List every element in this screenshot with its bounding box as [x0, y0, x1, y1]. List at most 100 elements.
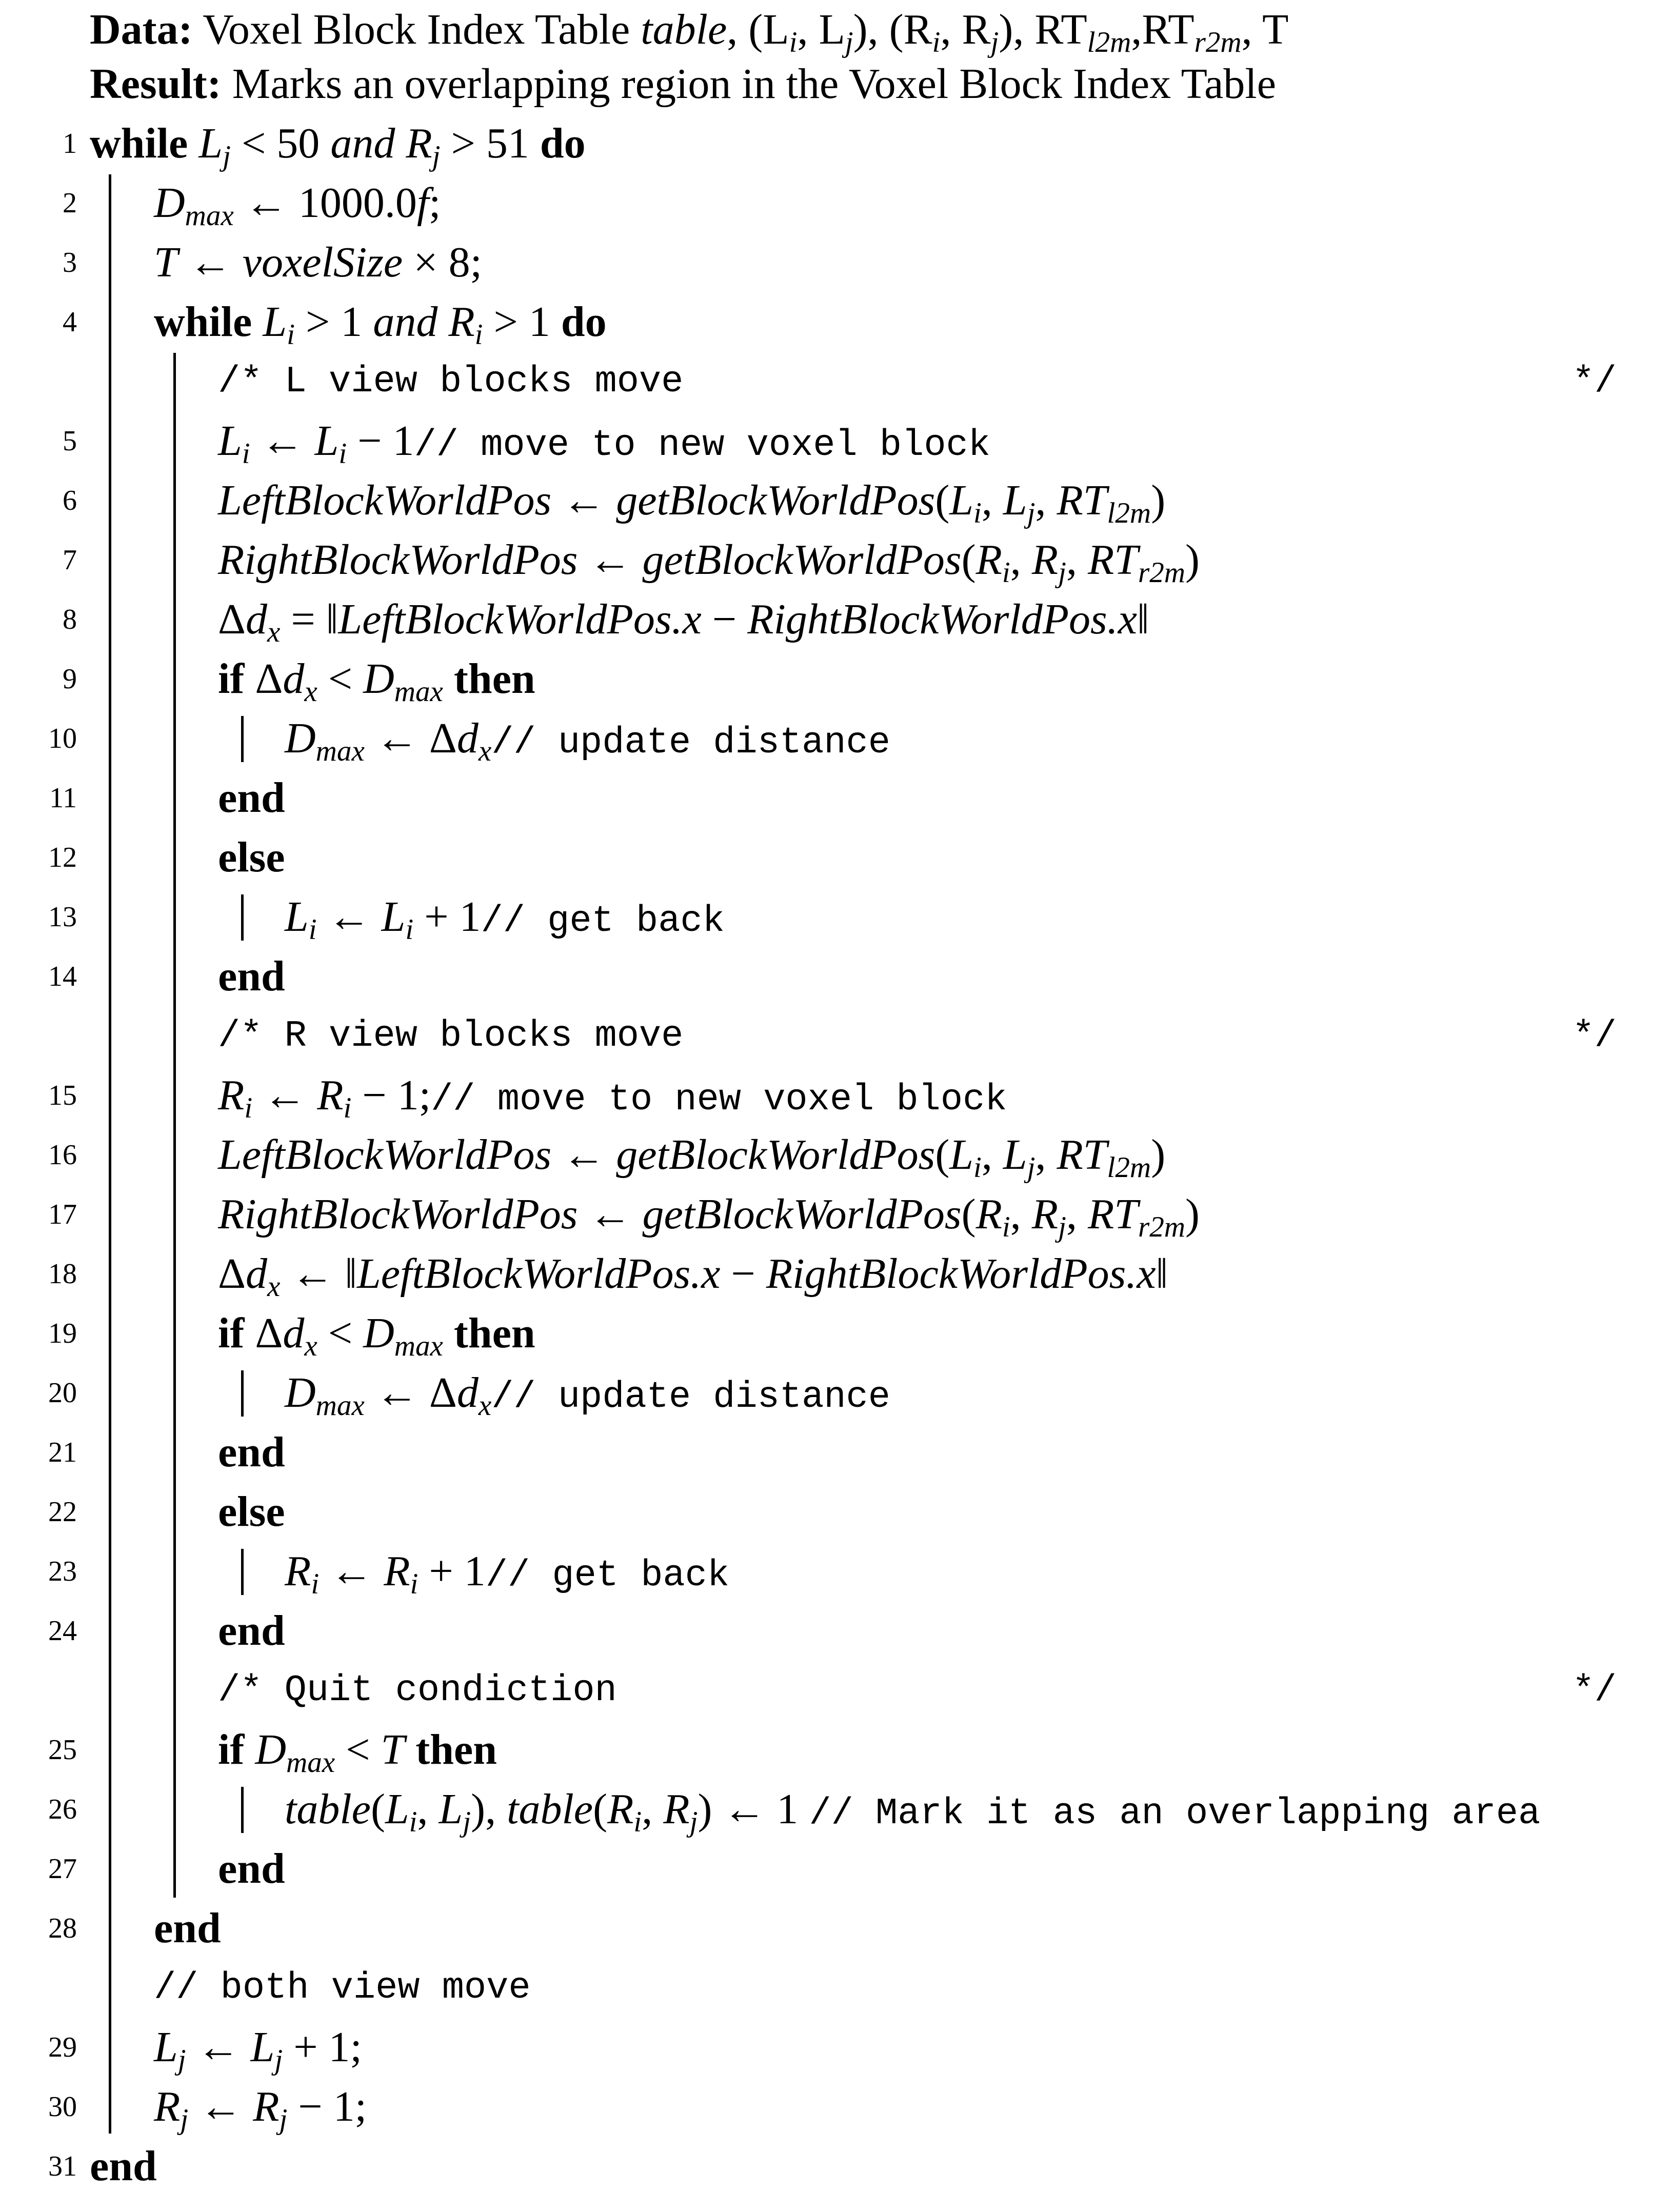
code-line: 24 end [0, 1601, 1673, 1661]
line-number: 27 [48, 1853, 77, 1885]
code-line: 9 if Δdx < Dmax then [0, 649, 1673, 709]
line-text: Li ← Li + 1// get back [285, 893, 725, 946]
line-number: 24 [48, 1615, 77, 1647]
line-number: 13 [48, 901, 77, 933]
comment-text: /* Quit condiction [218, 1669, 617, 1711]
line-text: if Dmax < T then [218, 1726, 497, 1779]
line-text: if Δdx < Dmax then [218, 655, 535, 708]
code-line: 6 LeftBlockWorldPos ← getBlockWorldPos(L… [0, 471, 1673, 530]
line-number: 23 [48, 1556, 77, 1587]
code-line: 1 while Lj < 50 and Rj > 51 do [0, 114, 1673, 173]
data-label: Data: [90, 6, 193, 53]
line-text: Δdx = ‖LeftBlockWorldPos.x − RightBlockW… [218, 595, 1149, 648]
code-line: 3 T ← voxelSize × 8; [0, 233, 1673, 292]
line-text: RightBlockWorldPos ← getBlockWorldPos(Ri… [218, 1190, 1200, 1243]
line-text: Lj ← Lj + 1; [154, 2023, 362, 2076]
line-number: 30 [48, 2091, 77, 2123]
result-label: Result: [90, 60, 222, 108]
line-number: 14 [48, 961, 77, 992]
code-comment: // both view move [0, 1958, 1673, 2018]
code-line: 26 table(Li, Lj), table(Ri, Rj) ← 1 // M… [0, 1780, 1673, 1839]
code-line: 14 end [0, 947, 1673, 1006]
result-text: Result: Marks an overlapping region in t… [90, 60, 1276, 108]
scope-line-else [241, 1549, 244, 1595]
line-text: LeftBlockWorldPos ← getBlockWorldPos(Li,… [218, 1131, 1166, 1184]
line-number: 12 [48, 842, 77, 873]
line-text: while Li > 1 and Ri > 1 do [154, 298, 607, 351]
code-line: 7 RightBlockWorldPos ← getBlockWorldPos(… [0, 530, 1673, 590]
code-comment: /* R view blocks move */ [0, 1006, 1673, 1066]
comment-end: */ [1572, 361, 1617, 403]
code-line: 16 LeftBlockWorldPos ← getBlockWorldPos(… [0, 1125, 1673, 1185]
line-text: Ri ← Ri + 1// get back [285, 1547, 730, 1600]
code-line: 22 else [0, 1482, 1673, 1542]
scope-line-else [241, 894, 244, 941]
line-number: 20 [48, 1377, 77, 1409]
line-text: end [218, 1845, 285, 1892]
line-number: 10 [48, 723, 77, 754]
line-text: end [154, 1904, 221, 1952]
line-text: else [218, 833, 285, 881]
code-line: 18 Δdx ← ‖LeftBlockWorldPos.x − RightBlo… [0, 1244, 1673, 1304]
line-text: Dmax ← Δdx// update distance [285, 714, 890, 767]
result-line: Result: Marks an overlapping region in t… [0, 54, 1673, 114]
code-line: 15 Ri ← Ri − 1;// move to new voxel bloc… [0, 1066, 1673, 1125]
line-text: table(Li, Lj), table(Ri, Rj) ← 1 // Mark… [285, 1785, 1541, 1838]
code-line: 2 Dmax ← 1000.0f; [0, 173, 1673, 233]
line-number: 2 [63, 187, 77, 219]
line-number: 1 [63, 128, 77, 160]
scope-line-if [241, 1370, 244, 1417]
line-number: 4 [63, 306, 77, 338]
code-line: 8 Δdx = ‖LeftBlockWorldPos.x − RightBloc… [0, 590, 1673, 649]
line-text: Dmax ← 1000.0f; [154, 179, 441, 232]
code-line: 4 while Li > 1 and Ri > 1 do [0, 292, 1673, 352]
code-line: 27 end [0, 1839, 1673, 1899]
line-number: 15 [48, 1080, 77, 1111]
line-text: while Lj < 50 and Rj > 51 do [90, 119, 586, 172]
code-line: 19 if Δdx < Dmax then [0, 1304, 1673, 1363]
code-line: 11 end [0, 768, 1673, 828]
data-text: Data: Voxel Block Index Table table, (Li… [90, 6, 1289, 58]
line-number: 9 [63, 663, 77, 695]
code-line: 21 end [0, 1423, 1673, 1482]
scope-line-outer-while [109, 174, 111, 2134]
line-text: Rj ← Rj − 1; [154, 2083, 367, 2136]
line-number: 16 [48, 1139, 77, 1171]
code-line: 10 Dmax ← Δdx// update distance [0, 709, 1673, 768]
line-text: LeftBlockWorldPos ← getBlockWorldPos(Li,… [218, 476, 1166, 529]
code-line: 28 end [0, 1899, 1673, 1958]
line-number: 22 [48, 1496, 77, 1528]
comment-end: */ [1572, 1015, 1617, 1057]
line-number: 18 [48, 1258, 77, 1290]
line-text: end [90, 2142, 157, 2190]
line-text: Li ← Li − 1// move to new voxel block [218, 417, 990, 470]
line-text: RightBlockWorldPos ← getBlockWorldPos(Ri… [218, 536, 1200, 589]
line-text: Dmax ← Δdx// update distance [285, 1369, 890, 1422]
code-comment: /* L view blocks move */ [0, 352, 1673, 411]
line-number: 17 [48, 1199, 77, 1230]
line-text: T ← voxelSize × 8; [154, 238, 482, 286]
line-number: 21 [48, 1437, 77, 1468]
code-line: 29 Lj ← Lj + 1; [0, 2018, 1673, 2077]
line-text: end [218, 952, 285, 1000]
comment-text: /* R view blocks move [218, 1015, 684, 1057]
comment-text: /* L view blocks move [218, 361, 684, 403]
code-line: 31 end [0, 2137, 1673, 2196]
line-number: 6 [63, 485, 77, 516]
line-number: 7 [63, 544, 77, 576]
code-line: 13 Li ← Li + 1// get back [0, 887, 1673, 947]
code-line: 17 RightBlockWorldPos ← getBlockWorldPos… [0, 1185, 1673, 1244]
scope-line-if [241, 716, 244, 762]
line-number: 3 [63, 247, 77, 278]
line-number: 19 [48, 1318, 77, 1349]
code-comment: /* Quit condiction */ [0, 1661, 1673, 1720]
line-number: 5 [63, 425, 77, 457]
line-number: 25 [48, 1734, 77, 1766]
scope-line-inner-while [173, 353, 176, 1898]
line-number: 8 [63, 604, 77, 635]
comment-text: // both view move [154, 1967, 531, 2009]
line-text: if Δdx < Dmax then [218, 1309, 535, 1362]
code-line: 5 Li ← Li − 1// move to new voxel block [0, 411, 1673, 471]
code-line: 20 Dmax ← Δdx// update distance [0, 1363, 1673, 1423]
